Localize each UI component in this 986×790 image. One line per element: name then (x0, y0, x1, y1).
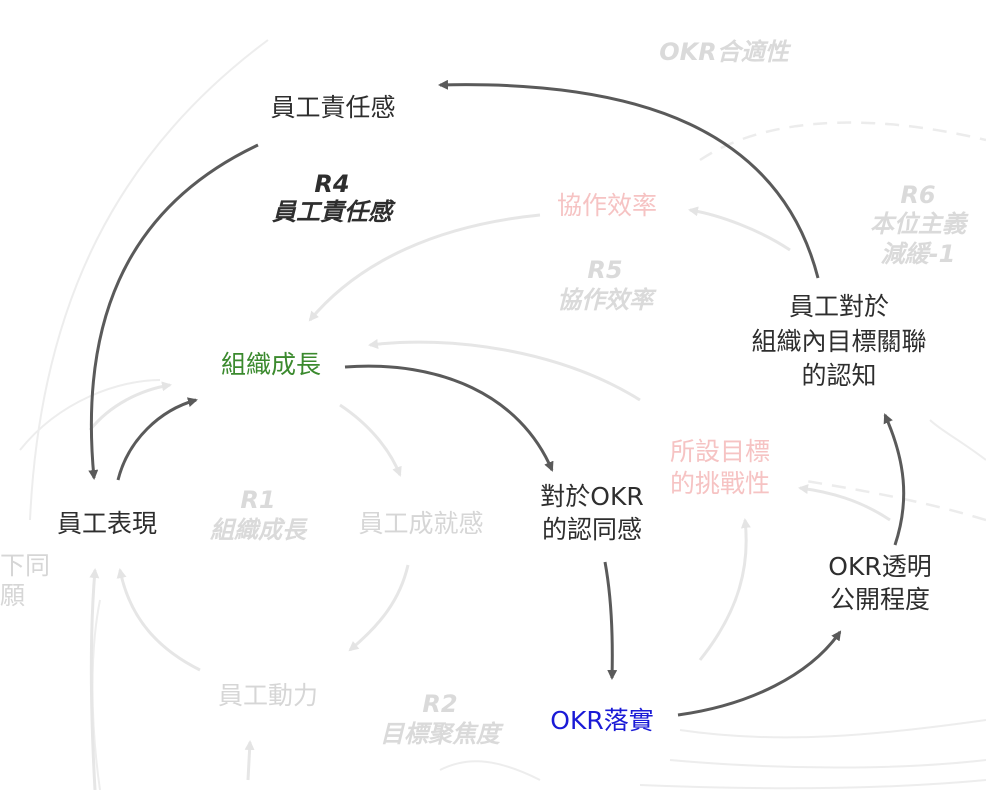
arrow-responsibility-to-performance (88, 143, 259, 480)
node-employee-responsibility: 員工責任感 (270, 93, 395, 122)
node-okr-transparency-line2: 公開程度 (830, 585, 930, 614)
node-okr-implementation: OKR落實 (550, 706, 653, 735)
faded-arrow-growth-to-achievement (339, 403, 402, 477)
node-employee-achievement: 員工成就感 (358, 509, 483, 538)
faded-arrow-collab-to-growth (308, 213, 541, 322)
bg-dash-top-right (699, 121, 986, 162)
loop-r6-name-line1: 本位主義 (870, 210, 969, 238)
node-okr-identification-line1: 對於OKR (540, 482, 643, 511)
loop-r4-name: 員工責任感 (271, 198, 396, 226)
bg-curve-bottom-right-2 (639, 779, 986, 790)
faded-arrow-to-goal-challenge-lower (698, 518, 751, 661)
loop-r6-name-line2: 減緩-1 (881, 240, 956, 268)
loop-r5-id: R5 (587, 256, 622, 284)
loop-r6-id: R6 (900, 181, 935, 209)
node-okr-transparency-line1: OKR透明 (828, 552, 931, 581)
background-curves (19, 39, 986, 790)
faded-arrow-bottom-to-motivation (244, 740, 255, 781)
node-org-growth: 組織成長 (221, 350, 321, 379)
loop-okr-fit-name: OKR合適性 (659, 38, 791, 66)
faded-arrow-achievement-to-motivation (348, 564, 410, 652)
bg-curve-bottom-right-3 (679, 719, 986, 739)
faded-arrows (88, 206, 891, 790)
bg-curve-lower-middle (439, 760, 541, 781)
node-collaboration-efficiency: 協作效率 (557, 191, 657, 220)
arrow-implementation-to-transparency (677, 630, 842, 717)
bg-curve-bottom-right-1 (669, 759, 986, 769)
bg-dash-right (799, 478, 986, 522)
faded-arrow-left-upper (88, 381, 172, 431)
arrow-growth-to-identification (344, 364, 554, 472)
bg-curve-right-lower (929, 419, 986, 461)
node-employee-performance: 員工表現 (57, 509, 157, 538)
loop-r2-name: 目標聚焦度 (380, 720, 504, 748)
loop-r5-name: 協作效率 (557, 286, 657, 314)
arrow-identification-to-implementation (603, 561, 618, 680)
node-willingness-partial-line2: 願 (0, 581, 25, 610)
faded-arrow-to-collab (688, 206, 791, 252)
faded-arrow-to-goal-challenge (798, 484, 891, 522)
node-goal-challenge-line1: 所設目標 (670, 437, 770, 466)
node-goal-challenge-line2: 的挑戰性 (670, 469, 770, 498)
faded-arrow-bottom-left-up (89, 568, 100, 790)
faded-arrow-to-growth-right (368, 339, 641, 402)
loop-labels: R4 員工責任感 R1 組織成長 R2 目標聚焦度 R5 協作效率 R6 本位主… (210, 38, 969, 748)
arrow-performance-to-growth (116, 397, 198, 481)
node-employee-motivation: 員工動力 (218, 681, 318, 710)
loop-r1-name: 組織成長 (210, 516, 308, 544)
node-goal-alignment-line1: 員工對於 (789, 292, 889, 321)
node-okr-identification-line2: 的認同感 (542, 515, 642, 544)
node-goal-alignment-line2: 組織內目標關聯 (751, 327, 926, 356)
faded-arrow-motivation-to-performance (116, 568, 201, 672)
loop-r1-id: R1 (240, 486, 275, 514)
bg-curve-left-outer (29, 39, 269, 521)
node-goal-alignment-line3: 的認知 (801, 361, 876, 390)
arrow-transparency-to-awareness (883, 413, 906, 546)
arrow-awareness-to-responsibility (438, 79, 820, 279)
bg-curve-left-inner (19, 379, 161, 451)
main-arrows (88, 79, 906, 717)
node-willingness-partial-line1: 下同 (0, 551, 50, 580)
loop-r4-id: R4 (314, 170, 349, 198)
nodes: 員工責任感 組織成長 員工表現 員工成就感 員工動力 對於OKR 的認同感 OK… (0, 93, 932, 735)
loop-r2-id: R2 (422, 690, 457, 718)
